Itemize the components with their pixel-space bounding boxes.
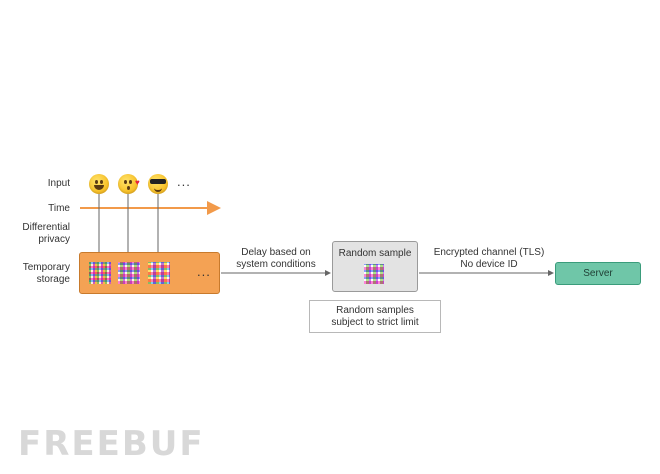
face-blowing-kiss-icon: ♥ [118, 174, 140, 194]
encrypted-channel-label: Encrypted channel (TLS) No device ID [433, 247, 545, 270]
storage-ellipsis: ... [197, 264, 211, 279]
watermark-logo: FREEBUF [18, 424, 205, 464]
random-sample-title: Random sample [338, 248, 412, 259]
time-label: Time [48, 203, 70, 214]
noisy-sample-icon [118, 262, 140, 284]
delay-label: Delay based on system conditions [236, 247, 316, 270]
temporary-storage-label: Temporary storage [22, 262, 70, 285]
input-ellipsis: ... [177, 174, 191, 189]
smiling-face-sunglasses-icon [148, 174, 168, 194]
temporary-storage-box: ... [79, 252, 220, 294]
noisy-sample-icon [89, 262, 111, 284]
random-sample-box: Random sample [332, 241, 418, 292]
noisy-sample-icon [364, 264, 384, 284]
input-label: Input [47, 178, 70, 189]
strict-limit-note: Random samples subject to strict limit [309, 300, 441, 333]
differential-privacy-label: Differential privacy [22, 222, 70, 245]
server-box: Server [555, 262, 641, 285]
noisy-sample-icon [148, 262, 170, 284]
grinning-face-icon [89, 174, 109, 194]
